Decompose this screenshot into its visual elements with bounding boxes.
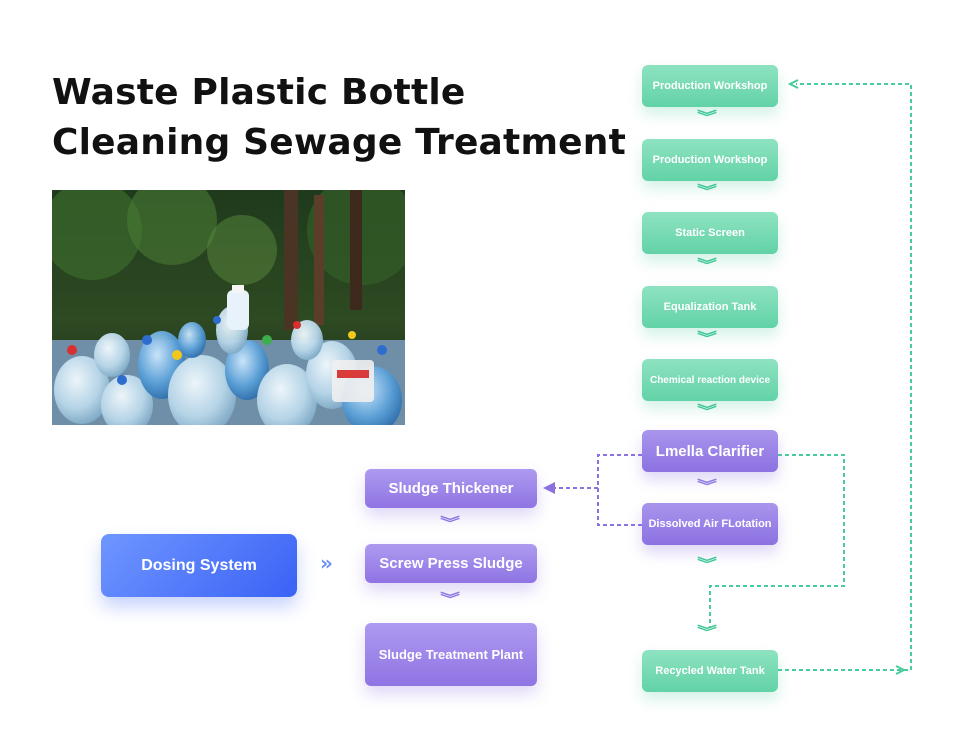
screw-press-sludge-box: Screw Press Sludge xyxy=(365,544,537,583)
thickener-arrow-head-icon xyxy=(543,482,555,494)
recycled-water-tank-box: Recycled Water Tank xyxy=(642,650,778,692)
double-chevron-down-icon: ︾ xyxy=(697,557,717,573)
double-chevron-down-icon: ︾ xyxy=(440,592,460,608)
dosing-system-box: Dosing System xyxy=(101,534,297,597)
chemical-reaction-device-box: Chemical reaction device xyxy=(642,359,778,401)
production-workshop-box-1: Production Workshop xyxy=(642,65,778,107)
sludge-thickener-box: Sludge Thickener xyxy=(365,469,537,508)
title-line-2: Cleaning Sewage Treatment xyxy=(52,122,627,163)
plastic-bottles-photo xyxy=(52,190,405,425)
double-chevron-down-icon: ︾ xyxy=(697,479,717,495)
clarifier-to-tank-line xyxy=(709,454,845,628)
double-chevron-down-icon: ︾ xyxy=(697,625,717,641)
sludge-treatment-plant-box: Sludge Treatment Plant xyxy=(365,623,537,686)
dissolved-air-flotation-box: Dissolved Air FLotation xyxy=(642,503,778,545)
double-chevron-right-icon: » xyxy=(320,551,333,575)
return-arrow-head-icon xyxy=(787,79,799,89)
double-chevron-down-icon: ︾ xyxy=(697,404,717,420)
double-chevron-down-icon: ︾ xyxy=(697,331,717,347)
sludge-bracket-line xyxy=(597,454,642,526)
tank-out-arrow-head-icon xyxy=(895,665,907,675)
recycle-return-line xyxy=(778,83,912,671)
page-title: Waste Plastic Bottle Cleaning Sewage Tre… xyxy=(52,68,626,168)
title-line-1: Waste Plastic Bottle xyxy=(52,72,466,113)
double-chevron-down-icon: ︾ xyxy=(697,184,717,200)
double-chevron-down-icon: ︾ xyxy=(697,110,717,126)
static-screen-box: Static Screen xyxy=(642,212,778,254)
double-chevron-down-icon: ︾ xyxy=(697,258,717,274)
equalization-tank-box: Equalization Tank xyxy=(642,286,778,328)
double-chevron-down-icon: ︾ xyxy=(440,516,460,532)
production-workshop-box-2: Production Workshop xyxy=(642,139,778,181)
lmella-clarifier-box: Lmella Clarifier xyxy=(642,430,778,472)
